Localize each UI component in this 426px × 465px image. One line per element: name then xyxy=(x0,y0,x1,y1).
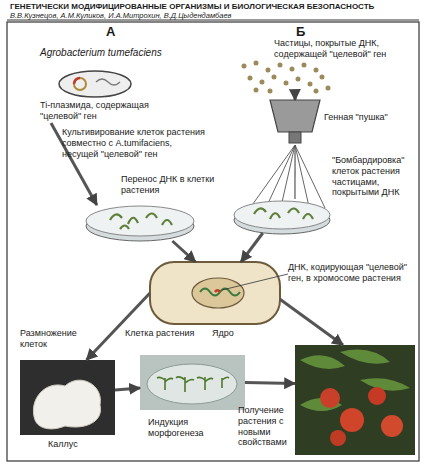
particle-ray xyxy=(265,145,295,210)
flow-arrow xyxy=(172,241,195,262)
flow-arrow xyxy=(115,388,140,390)
petri-dish-node: Перенос ДНК в клетки растения xyxy=(86,205,194,241)
node-text: Индукция морфогенеза xyxy=(148,417,240,439)
gene-gun-node: Генная "пушка" xyxy=(262,100,407,145)
morphogenesis-node: Индукция морфогенеза xyxy=(140,355,245,410)
node-text: Частицы, покрытые ДНК, содержащей "целев… xyxy=(274,38,412,60)
petri-dish-node: "Бомбардировка" клеток растения частицам… xyxy=(234,199,330,233)
node-text: Перенос ДНК в клетки растения xyxy=(121,174,231,196)
flow-arrow xyxy=(245,383,295,384)
tomato-fruit xyxy=(330,430,346,446)
plant-node: Получение растения с новыми свойствами xyxy=(295,345,415,455)
bacterium-cell xyxy=(59,71,131,97)
node-text: Ядро xyxy=(212,328,252,339)
plant-leaves xyxy=(300,350,410,411)
flow-arrow xyxy=(294,96,297,100)
flow-arrow xyxy=(294,145,295,199)
plant-explants xyxy=(110,214,172,230)
culture-dish xyxy=(147,364,237,404)
callus-node: Каллус xyxy=(20,360,115,435)
node-text: Клетка растения xyxy=(125,328,200,339)
cell-nucleus xyxy=(192,278,244,308)
figure-frame xyxy=(7,22,419,461)
author-line: В.В.Кузнецов, А.М.Куликов, И.А.Митрохин,… xyxy=(10,11,416,20)
plant-explants xyxy=(254,208,313,219)
flow-arrow xyxy=(280,299,343,345)
dna-particles xyxy=(242,61,331,94)
tomato-fruit xyxy=(320,388,340,408)
morphogenesis-photo xyxy=(140,355,245,410)
gene-gun-body xyxy=(270,100,320,132)
plant-photo xyxy=(295,345,415,455)
flow-arrow xyxy=(241,233,263,262)
edge-label: Размножение клеток xyxy=(20,328,102,350)
particle-ray xyxy=(295,145,310,211)
target-gene xyxy=(74,78,80,84)
plant-cell-node: ДНК, кодирующая "целевой" ген, в хромосо… xyxy=(150,262,280,324)
flow-arrow xyxy=(87,293,151,360)
callus-photo xyxy=(20,360,115,435)
callus-mass xyxy=(33,380,100,429)
inserted-gene xyxy=(215,290,220,292)
petri-dish-rim xyxy=(234,201,330,229)
plant-chromosome xyxy=(200,289,240,296)
particle-ray xyxy=(295,145,325,208)
node-text: ДНК, кодирующая "целевой" ген, в хромосо… xyxy=(288,262,416,284)
node-text: Получение растения с новыми свойствами xyxy=(238,405,296,448)
gene-gun-nozzle xyxy=(289,132,301,143)
panel-letter: А xyxy=(106,24,126,40)
particles-node: Частицы, покрытые ДНК, содержащей "целев… xyxy=(232,38,412,96)
node-text: Каллус xyxy=(48,439,108,450)
regenerating-shoots xyxy=(157,377,229,392)
node-text: Agrobacterium tumefaciens xyxy=(40,47,190,59)
node-text: Ti-плазмида, содержащая "целевой" ген xyxy=(40,100,190,122)
plasmid-ring xyxy=(74,78,86,90)
running-title: ГЕНЕТИЧЕСКИ МОДИФИЦИРОВАННЫЕ ОРГАНИЗМЫ И… xyxy=(10,2,416,12)
tomato-fruit xyxy=(381,415,403,437)
tomato-fruit xyxy=(340,408,364,432)
node-text: "Бомбардировка" клеток растения частицам… xyxy=(332,155,412,198)
plant-cell-wall xyxy=(150,262,280,324)
panel-letter: Б xyxy=(296,24,316,40)
node-text: Генная "пушка" xyxy=(324,112,404,123)
bacterium-node: Agrobacterium tumefaciensTi-плазмида, со… xyxy=(35,45,195,123)
bacterial-chromosome xyxy=(96,79,120,85)
leader-line xyxy=(222,274,288,290)
edge-label: Культивирование клеток растения совместн… xyxy=(62,127,207,159)
petri-dish-rim xyxy=(86,206,194,236)
tomato-fruit xyxy=(368,387,386,405)
